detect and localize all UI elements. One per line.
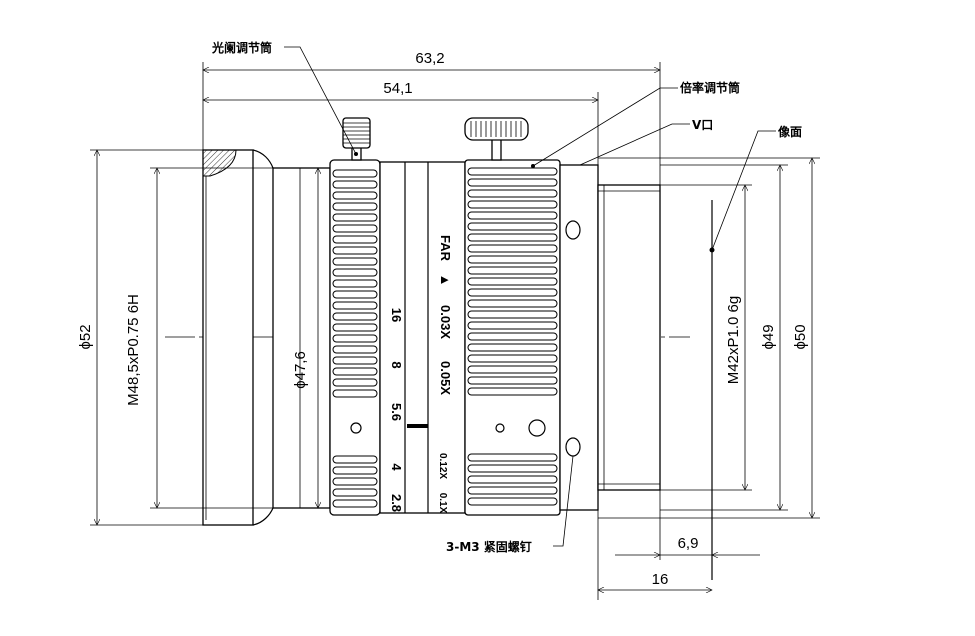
knurl-ridge: [332, 246, 378, 255]
knurl-ridge: [332, 279, 378, 288]
label-image-plane: 像面: [778, 124, 802, 139]
knurl-ridge: [332, 477, 378, 486]
screw-hole-upper: [565, 220, 581, 240]
dim-front-thread: M48,5xP0.75 6H: [125, 294, 142, 406]
knurl-ridge: [467, 277, 558, 286]
aperture-lock-hole: [350, 422, 362, 434]
far-label: FAR: [438, 235, 453, 262]
knurl-ridge: [467, 387, 558, 396]
knurl-ridge: [467, 310, 558, 319]
dim-body-length: 54,1: [383, 80, 412, 97]
knurl-ridge: [467, 453, 558, 462]
knurl-ridge: [467, 189, 558, 198]
knurl-ridge: [467, 244, 558, 253]
f-number-16: 16: [389, 308, 404, 322]
dim-overall-length: 63,2: [415, 50, 444, 67]
aperture-ring: [329, 159, 381, 516]
knurl-ridge: [467, 354, 558, 363]
knurl-ridge: [467, 255, 558, 264]
dim-back-focus: 16: [652, 571, 669, 588]
mag-0-1x: 0.1X: [437, 493, 448, 514]
knurl-ridge: [332, 389, 378, 398]
knurl-ridge: [467, 321, 558, 330]
mag-0-05x: 0.05X: [438, 361, 453, 395]
knurl-ridge: [467, 376, 558, 385]
knurl-ridge: [332, 235, 378, 244]
knurl-ridge: [332, 180, 378, 189]
rear-section: [559, 164, 599, 511]
aperture-knob: [342, 117, 371, 161]
leader-lines: [284, 46, 776, 547]
f-number-5-6: 5.6: [389, 403, 404, 421]
label-aperture-ring: 光阑调节筒: [211, 40, 272, 55]
mag-0-03x: 0.03X: [438, 305, 453, 339]
knurl-ridge: [467, 178, 558, 187]
knurl-ridge: [332, 202, 378, 211]
f-number-4: 4: [389, 463, 404, 471]
knurl-ridge: [332, 466, 378, 475]
magnification-knurl: [467, 167, 558, 506]
knurl-ridge: [467, 211, 558, 220]
knurl-ridge: [332, 367, 378, 376]
knurl-ridge: [467, 464, 558, 473]
knurl-ridge: [467, 299, 558, 308]
knurl-ridge: [332, 213, 378, 222]
dim-dia-47-6: ϕ47,6: [292, 351, 309, 389]
knurl-ridge: [332, 345, 378, 354]
knurl-ridge: [467, 486, 558, 495]
knurl-ridge: [467, 222, 558, 231]
knurl-ridge: [332, 323, 378, 332]
knurl-ridge: [467, 343, 558, 352]
label-lock-screws: 3-M3 紧固螺钉: [446, 539, 532, 554]
dim-dia-50: ϕ50: [792, 324, 809, 349]
knurl-ridge: [467, 497, 558, 506]
label-magnification-ring: 倍率调节筒: [680, 80, 740, 95]
dim-dia-49: ϕ49: [760, 324, 777, 349]
knurl-ridge: [467, 332, 558, 341]
knurl-ridge: [467, 365, 558, 374]
knurl-ridge: [332, 312, 378, 321]
knurl-ridge: [332, 191, 378, 200]
knurl-ridge: [332, 499, 378, 508]
knurl-ridge: [467, 200, 558, 209]
f-number-2-8: 2.8: [389, 494, 404, 512]
dim-mount-thread: M42xP1.0 6g: [725, 296, 742, 384]
knurl-ridge: [332, 169, 378, 178]
mag-0-12x: 0.12X: [437, 453, 448, 479]
knurl-ridge: [467, 475, 558, 484]
mag-small-hole: [495, 423, 505, 433]
f-number-8: 8: [389, 361, 404, 368]
knurl-ridge: [332, 356, 378, 365]
knurl-ridge: [332, 268, 378, 277]
dim-flange: 6,9: [678, 535, 699, 552]
knurl-ridge: [332, 257, 378, 266]
mag-lock-hole: [528, 419, 546, 437]
knurl-ridge: [467, 233, 558, 242]
knurl-ridge: [467, 266, 558, 275]
dimension-lines: [97, 70, 812, 590]
knurl-ridge: [332, 455, 378, 464]
far-arrow-icon: ▲: [438, 274, 453, 287]
label-v-mount: V口: [692, 118, 713, 132]
knurl-ridge: [332, 301, 378, 310]
magnification-knob: [464, 117, 529, 161]
knurl-ridge: [332, 224, 378, 233]
knurl-ridge: [332, 488, 378, 497]
mount-thread: [597, 184, 661, 491]
aperture-knurl: [332, 169, 378, 508]
knurl-ridge: [332, 378, 378, 387]
knurl-ridge: [332, 290, 378, 299]
knurl-ridge: [332, 334, 378, 343]
knurl-ridge: [467, 167, 558, 176]
aperture-index-mark: [407, 424, 428, 428]
front-barrel: [202, 149, 331, 526]
knurl-ridge: [467, 288, 558, 297]
extension-lines: [90, 62, 820, 600]
scale-section: [379, 161, 466, 514]
dim-dia-52: ϕ52: [77, 324, 94, 349]
magnification-ring: [464, 159, 561, 516]
